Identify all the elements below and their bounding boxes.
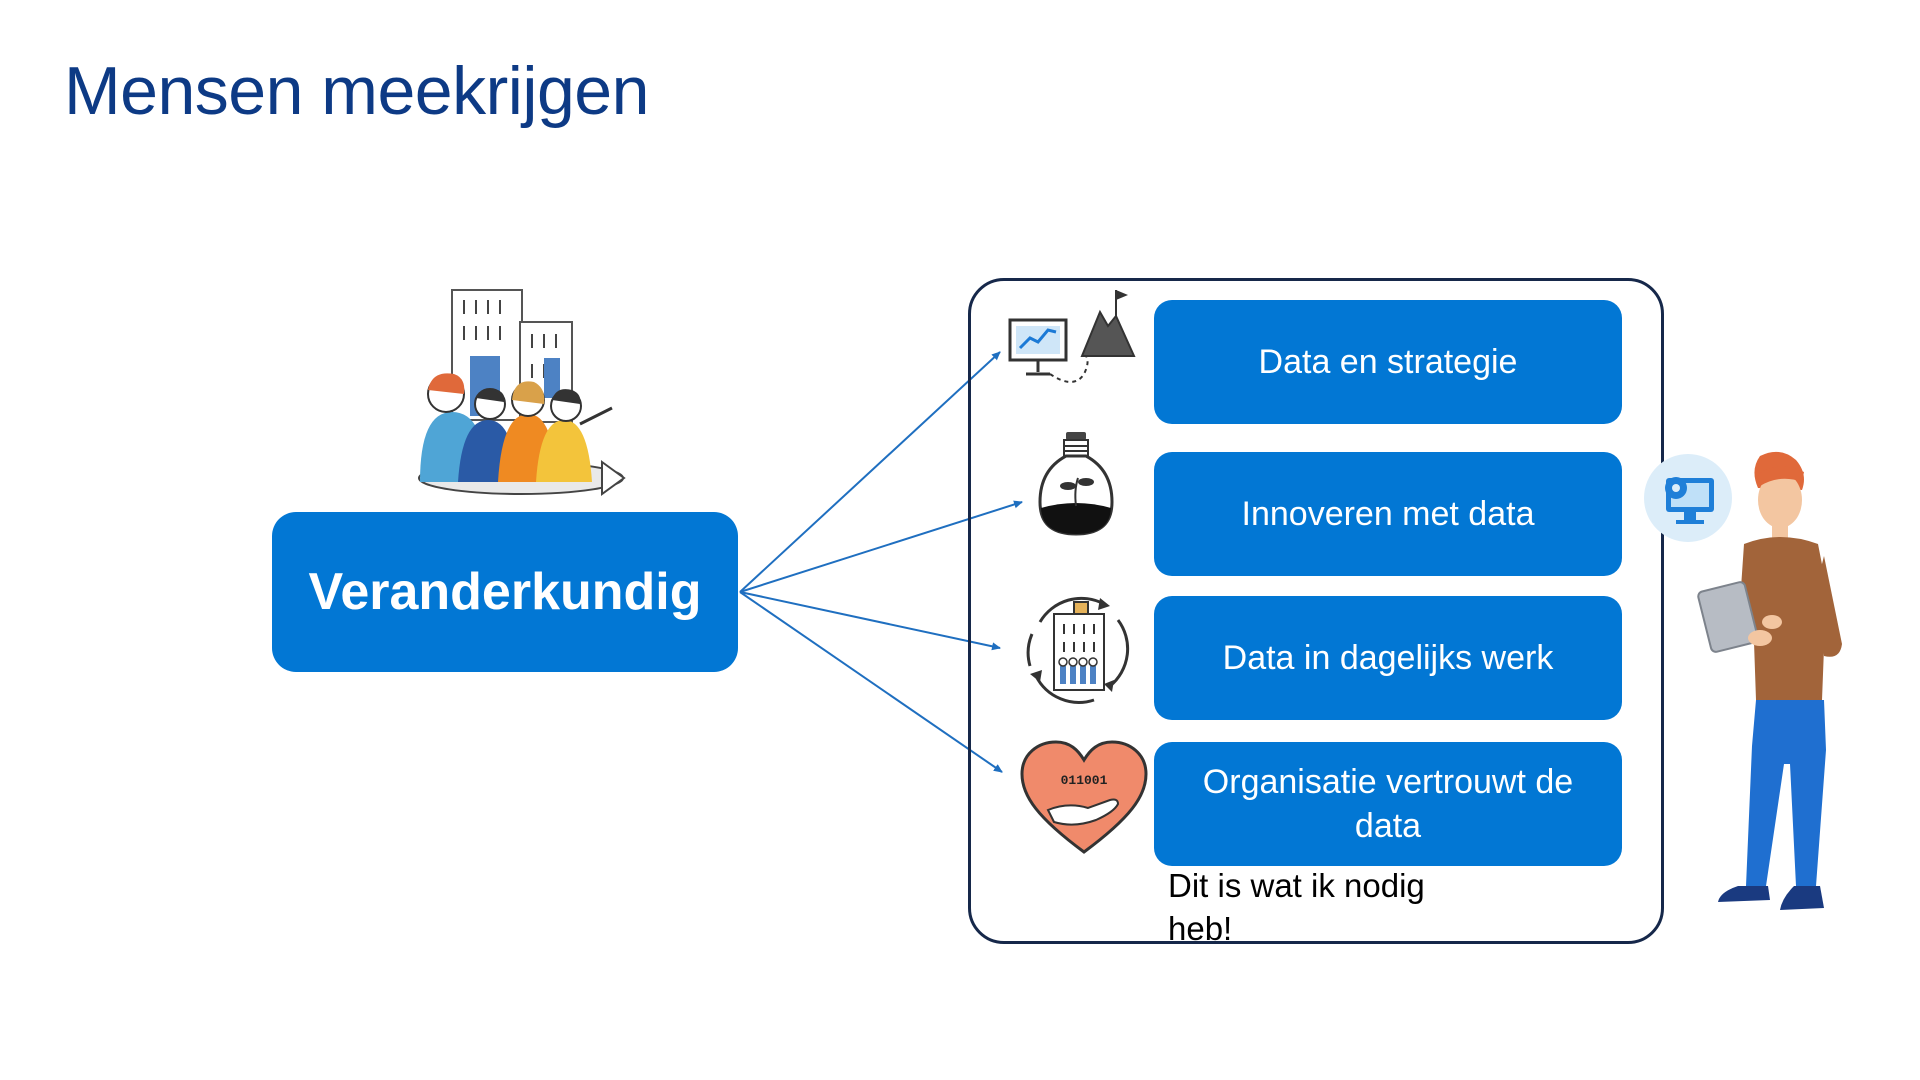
- item-innoveren-met-data: Innoveren met data: [1154, 452, 1622, 576]
- main-topic-box: Veranderkundig: [272, 512, 738, 672]
- arrow-to-item-1: [739, 351, 1001, 593]
- lightbulb-plant-icon: [1038, 432, 1114, 536]
- people-buildings-icon: [418, 289, 626, 496]
- page-title: Mensen meekrijgen: [64, 53, 649, 129]
- needs-frame: [968, 278, 1664, 944]
- speech-note: Dit is wat ik nodig heb!: [1168, 867, 1425, 947]
- item-data-in-dagelijks-werk: Data in dagelijks werk: [1154, 596, 1622, 720]
- item-organisatie-vertrouwt-de-data: Organisatie vertrouwt de data: [1154, 742, 1622, 866]
- heart-data-hand-icon: 011001: [1020, 740, 1148, 854]
- arrow-to-item-3: [739, 591, 1001, 651]
- arrow-to-item-4: [739, 591, 1003, 773]
- strategy-monitor-mountain-icon: [1008, 290, 1136, 383]
- person-with-tablet-icon: [1644, 451, 1842, 910]
- heart-binary-text: 011001: [1061, 773, 1108, 788]
- item-data-en-strategie: Data en strategie: [1154, 300, 1622, 424]
- building-cycle-icon: [1026, 596, 1130, 704]
- arrow-to-item-2: [739, 500, 1023, 593]
